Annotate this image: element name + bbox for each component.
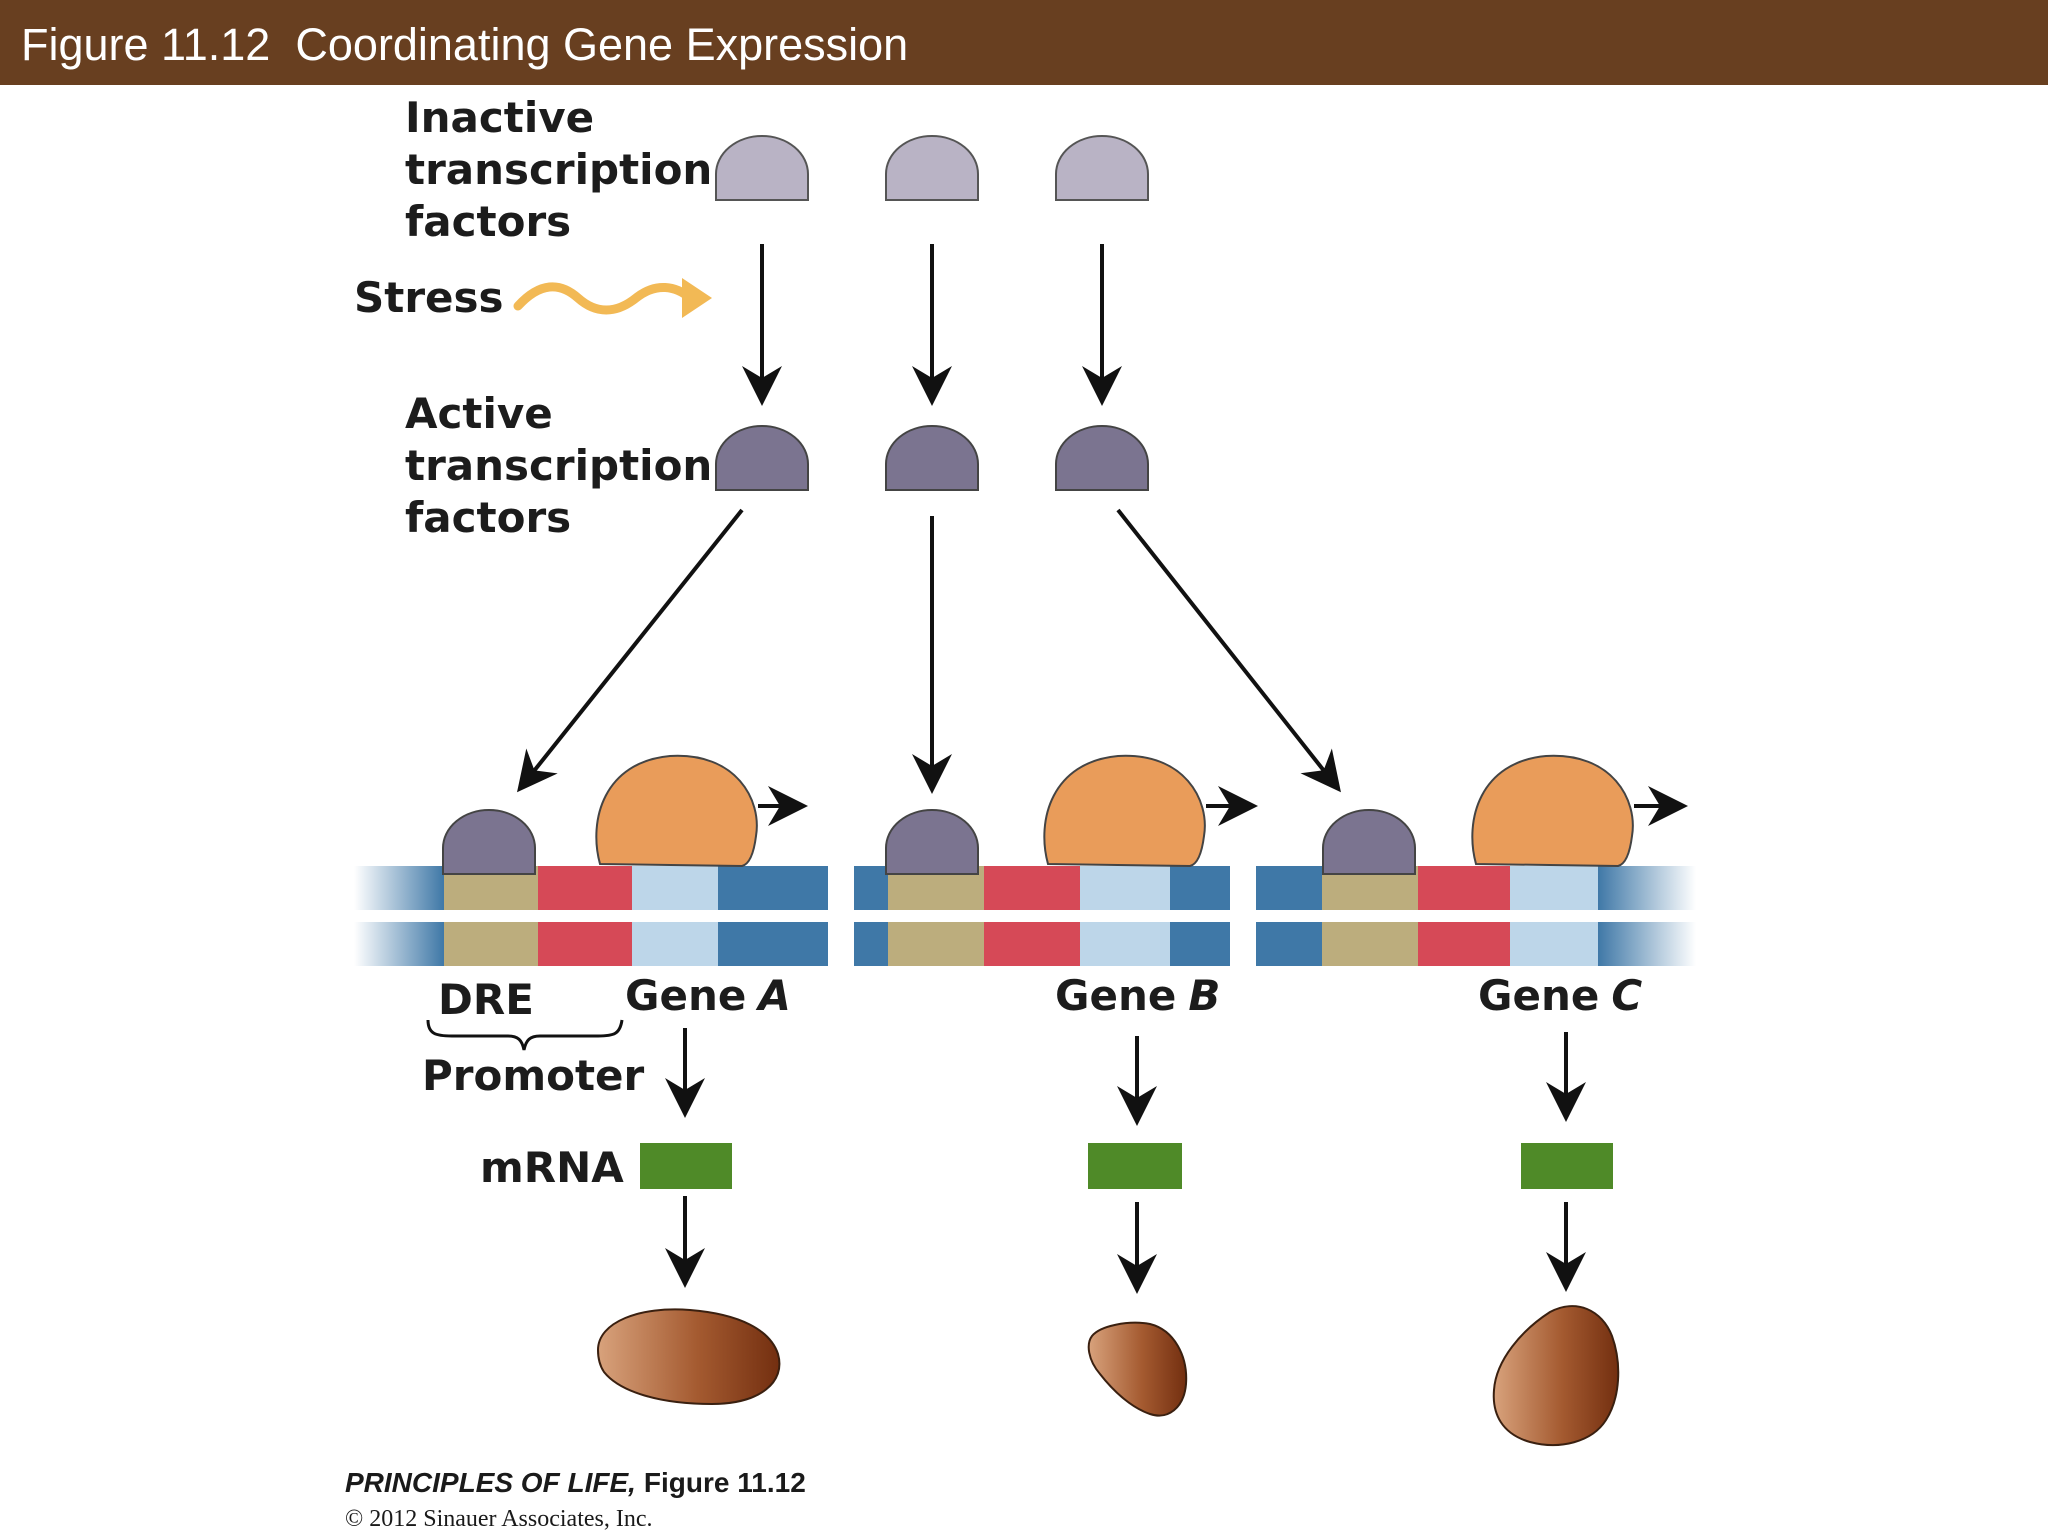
stress-signal-arrow — [513, 278, 712, 318]
protein-a — [596, 1308, 781, 1406]
bound-factor-c — [1322, 809, 1416, 875]
mrna-c — [1521, 1143, 1613, 1189]
bound-factor-a — [442, 809, 536, 875]
rna-polymerase-a — [595, 754, 758, 868]
rna-polymerase-c — [1471, 754, 1634, 868]
transcription-arrows — [665, 1028, 1586, 1126]
active-factor — [715, 425, 809, 491]
active-factor — [885, 425, 979, 491]
inactive-factors — [715, 135, 1149, 201]
protein-c — [1492, 1305, 1620, 1446]
protein-b — [1087, 1321, 1188, 1417]
dre-label: DRE — [438, 975, 534, 1024]
mrna-b — [1088, 1143, 1182, 1189]
translation-arrows — [665, 1196, 1586, 1294]
rna-polymerase-b — [1043, 754, 1206, 868]
rna-polymerases — [595, 754, 1634, 868]
copyright-line: © 2012 Sinauer Associates, Inc. — [345, 1506, 653, 1532]
mrna-products — [640, 1143, 1613, 1189]
bound-factors — [442, 809, 1416, 875]
inactive-factors-label: Inactive transcription factors — [405, 93, 727, 246]
mrna-a — [640, 1143, 732, 1189]
proteins — [596, 1305, 1620, 1446]
figure-title: Figure 11.12 Coordinating Gene Expressio… — [0, 0, 2048, 85]
dna-segment-a — [354, 866, 828, 966]
stress-label: Stress — [354, 273, 504, 322]
promoter-brace — [426, 1019, 624, 1051]
active-factor — [1055, 425, 1149, 491]
activation-arrows — [742, 244, 1122, 406]
binding-arrows — [517, 508, 1341, 794]
inactive-factor — [885, 135, 979, 201]
dna-segment-b — [854, 866, 1230, 966]
active-factors-label: Active transcription factors — [405, 389, 727, 542]
bound-factor-b — [885, 809, 979, 875]
inactive-factor — [1055, 135, 1149, 201]
promoter-label: Promoter — [422, 1051, 645, 1100]
mrna-label: mRNA — [480, 1143, 624, 1192]
active-factors — [715, 425, 1149, 491]
dna-segment-c — [1256, 866, 1696, 966]
credit-line: PRINCIPLES OF LIFE,Figure 11.12 — [345, 1467, 806, 1498]
inactive-factor — [715, 135, 809, 201]
